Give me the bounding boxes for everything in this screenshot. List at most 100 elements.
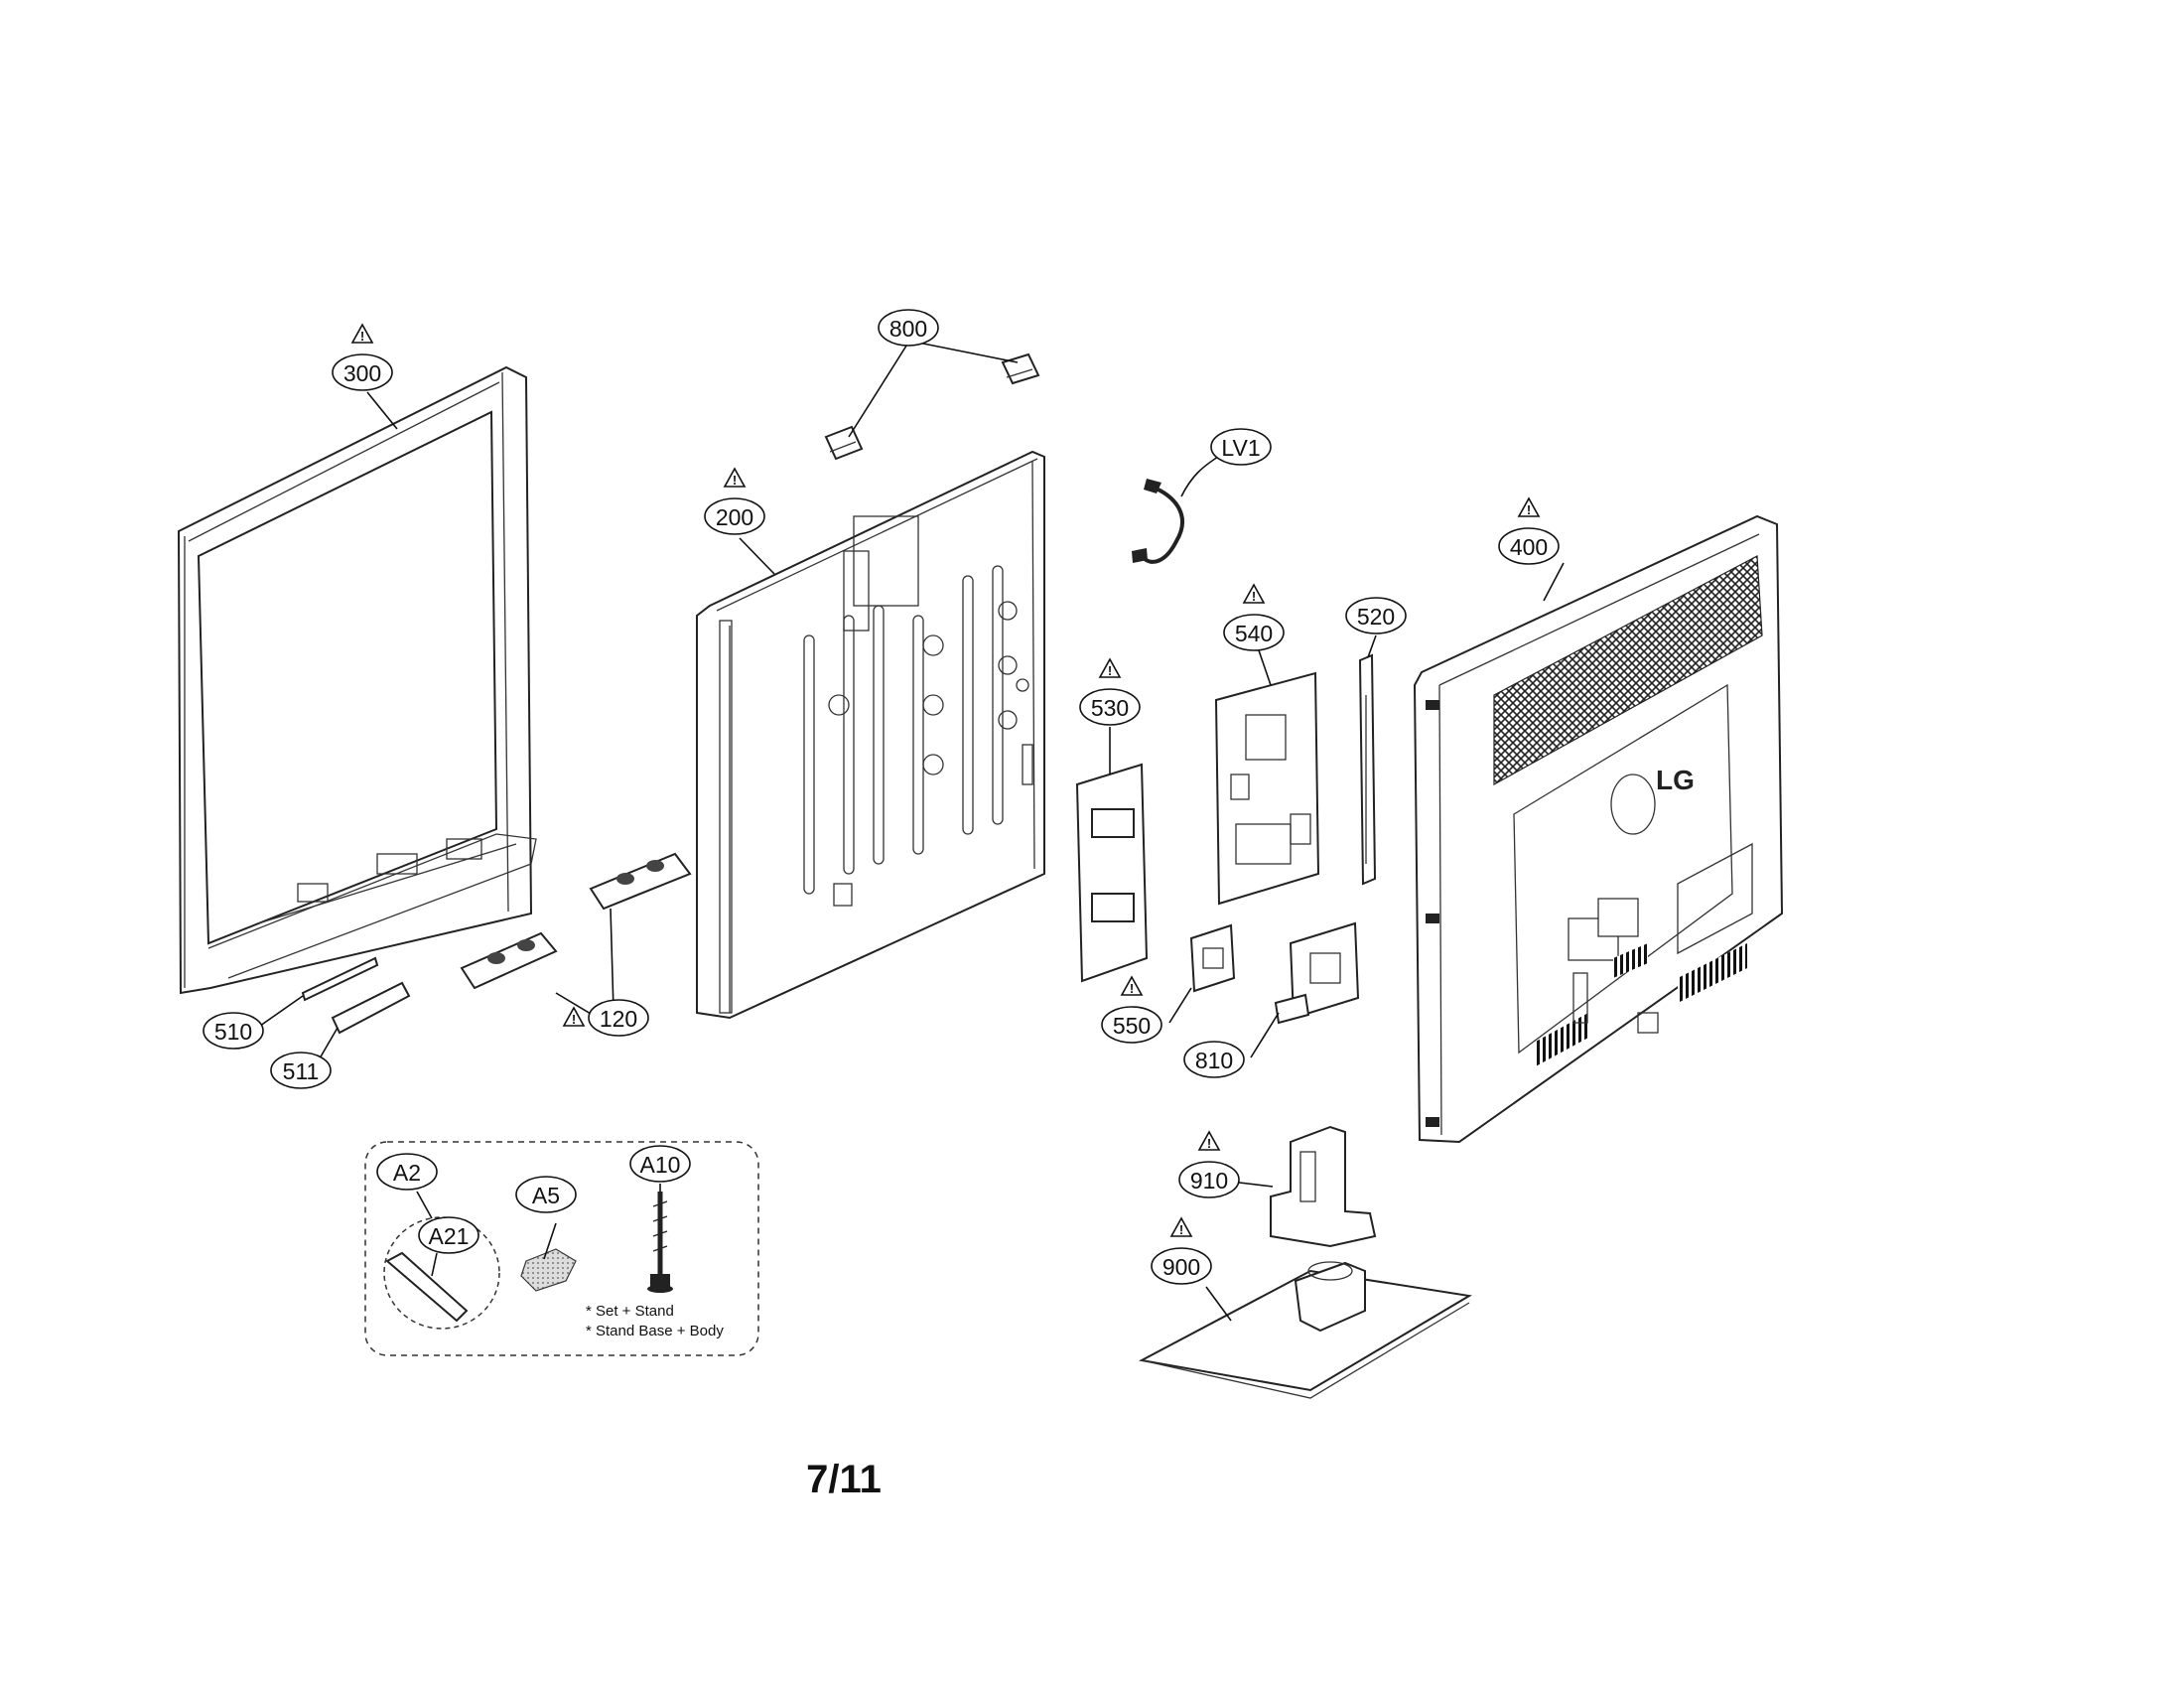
callout-bubble [704, 497, 765, 535]
callout-bubble [376, 1153, 438, 1191]
callout-bubble [270, 1052, 332, 1089]
callout-label: 120 [600, 1006, 637, 1032]
callout-label: 510 [214, 1019, 252, 1045]
warning-mark: ! [1207, 1136, 1211, 1151]
callout-511: 511 [270, 1052, 332, 1089]
callout-label: LV1 [1221, 435, 1260, 461]
callout-label: 400 [1510, 534, 1548, 560]
callout-label: A10 [640, 1152, 681, 1178]
callout-200: 200! [704, 467, 765, 535]
callout-300: 300! [332, 323, 393, 391]
callout-510: 510 [203, 1012, 264, 1050]
speaker-left-part [460, 931, 558, 990]
back-cover-part: LG [1413, 514, 1784, 1144]
screw-part [647, 1192, 673, 1293]
callout-label: 910 [1190, 1168, 1228, 1194]
adhesive-pad-part [520, 1248, 577, 1292]
callout-a10: A10 [629, 1145, 691, 1183]
speaker-right-part [589, 852, 692, 911]
callout-label: A21 [429, 1223, 470, 1249]
stand-neck-part [1270, 1125, 1377, 1248]
board-511-part [331, 981, 411, 1035]
callout-bubble [1498, 527, 1560, 565]
callout-bubble [629, 1145, 691, 1183]
callout-bubble [515, 1176, 577, 1213]
callout-label: 200 [716, 504, 753, 530]
callout-a21: A21 [418, 1216, 479, 1254]
callout-bubble [1210, 428, 1272, 466]
warning-mark: ! [572, 1012, 576, 1027]
jack-board-part [1075, 763, 1149, 983]
stand-base-part [1138, 1261, 1472, 1399]
callout-a2: A2 [376, 1153, 438, 1191]
warning-icon [1197, 1130, 1221, 1151]
front-cabinet-part [177, 365, 537, 995]
side-board-part [1358, 653, 1377, 886]
callout-bubble [418, 1216, 479, 1254]
bracket-810-part [1274, 921, 1360, 1025]
callout-bubble [1223, 614, 1285, 651]
callout-bubble [878, 309, 939, 347]
callout-bubble [1178, 1161, 1240, 1198]
accessory-box: * Set + Stand * Stand Base + Body [364, 1141, 759, 1356]
callout-a5: A5 [515, 1176, 577, 1213]
lcd-module-part [696, 450, 1045, 1020]
page-number: 7/11 [806, 1458, 882, 1501]
callout-bubble [588, 999, 649, 1037]
callout-label: 530 [1091, 695, 1129, 721]
callout-550: 550! [1101, 975, 1162, 1044]
callout-label: 520 [1357, 604, 1395, 630]
callout-520: 520 [1345, 597, 1407, 634]
bracket-550-part [1189, 923, 1236, 993]
callout-530: 530! [1079, 657, 1141, 726]
warning-mark: ! [733, 473, 737, 488]
cable-part [1132, 479, 1184, 564]
note-stand-base-body: * Stand Base + Body [586, 1323, 724, 1339]
callout-bubble [1151, 1247, 1212, 1285]
callout-label: 300 [343, 360, 381, 386]
callout-bubble [203, 1012, 264, 1050]
callout-label: A2 [393, 1160, 421, 1186]
warning-icon [1242, 583, 1266, 604]
warning-mark: ! [1130, 981, 1134, 996]
callout-900: 900! [1151, 1216, 1212, 1285]
warning-mark: ! [1252, 589, 1256, 604]
warning-icon [1098, 657, 1122, 678]
brackets-part [824, 352, 1040, 461]
callout-bubble [1079, 688, 1141, 726]
callout-800: 800 [878, 309, 939, 347]
callout-label: 550 [1113, 1013, 1151, 1039]
callout-lv1: LV1 [1210, 428, 1272, 466]
warning-mark: ! [1108, 663, 1112, 678]
callout-label: 540 [1235, 621, 1273, 646]
callout-540: 540! [1223, 583, 1285, 651]
lg-logo-text: LG [1656, 765, 1695, 795]
callout-bubble [1345, 597, 1407, 634]
warning-mark: ! [1179, 1222, 1183, 1237]
callout-120: 120! [562, 999, 649, 1037]
callout-bubble [1183, 1041, 1245, 1078]
warning-icon [562, 1006, 586, 1027]
warning-mark: ! [360, 329, 364, 344]
warning-icon [1120, 975, 1144, 996]
callout-400: 400! [1498, 496, 1560, 565]
warning-icon [350, 323, 374, 344]
stand-cover-part [385, 1251, 469, 1323]
callout-bubble [332, 353, 393, 391]
callout-910: 910! [1178, 1130, 1240, 1198]
note-set-stand: * Set + Stand [586, 1303, 674, 1320]
callout-label: 810 [1195, 1048, 1233, 1073]
callout-layer: 300!200!800LV1400!540!520530!510511120!5… [203, 309, 1560, 1285]
callout-label: 800 [889, 316, 927, 342]
warning-icon [723, 467, 747, 488]
strip-510-part [301, 956, 379, 1002]
warning-icon [1517, 496, 1541, 517]
callout-label: A5 [532, 1183, 560, 1208]
callout-label: 900 [1162, 1254, 1200, 1280]
callout-bubble [1101, 1006, 1162, 1044]
main-board-part [1214, 671, 1320, 906]
callout-810: 810 [1183, 1041, 1245, 1078]
lcd-slots [803, 565, 1004, 895]
warning-icon [1169, 1216, 1193, 1237]
